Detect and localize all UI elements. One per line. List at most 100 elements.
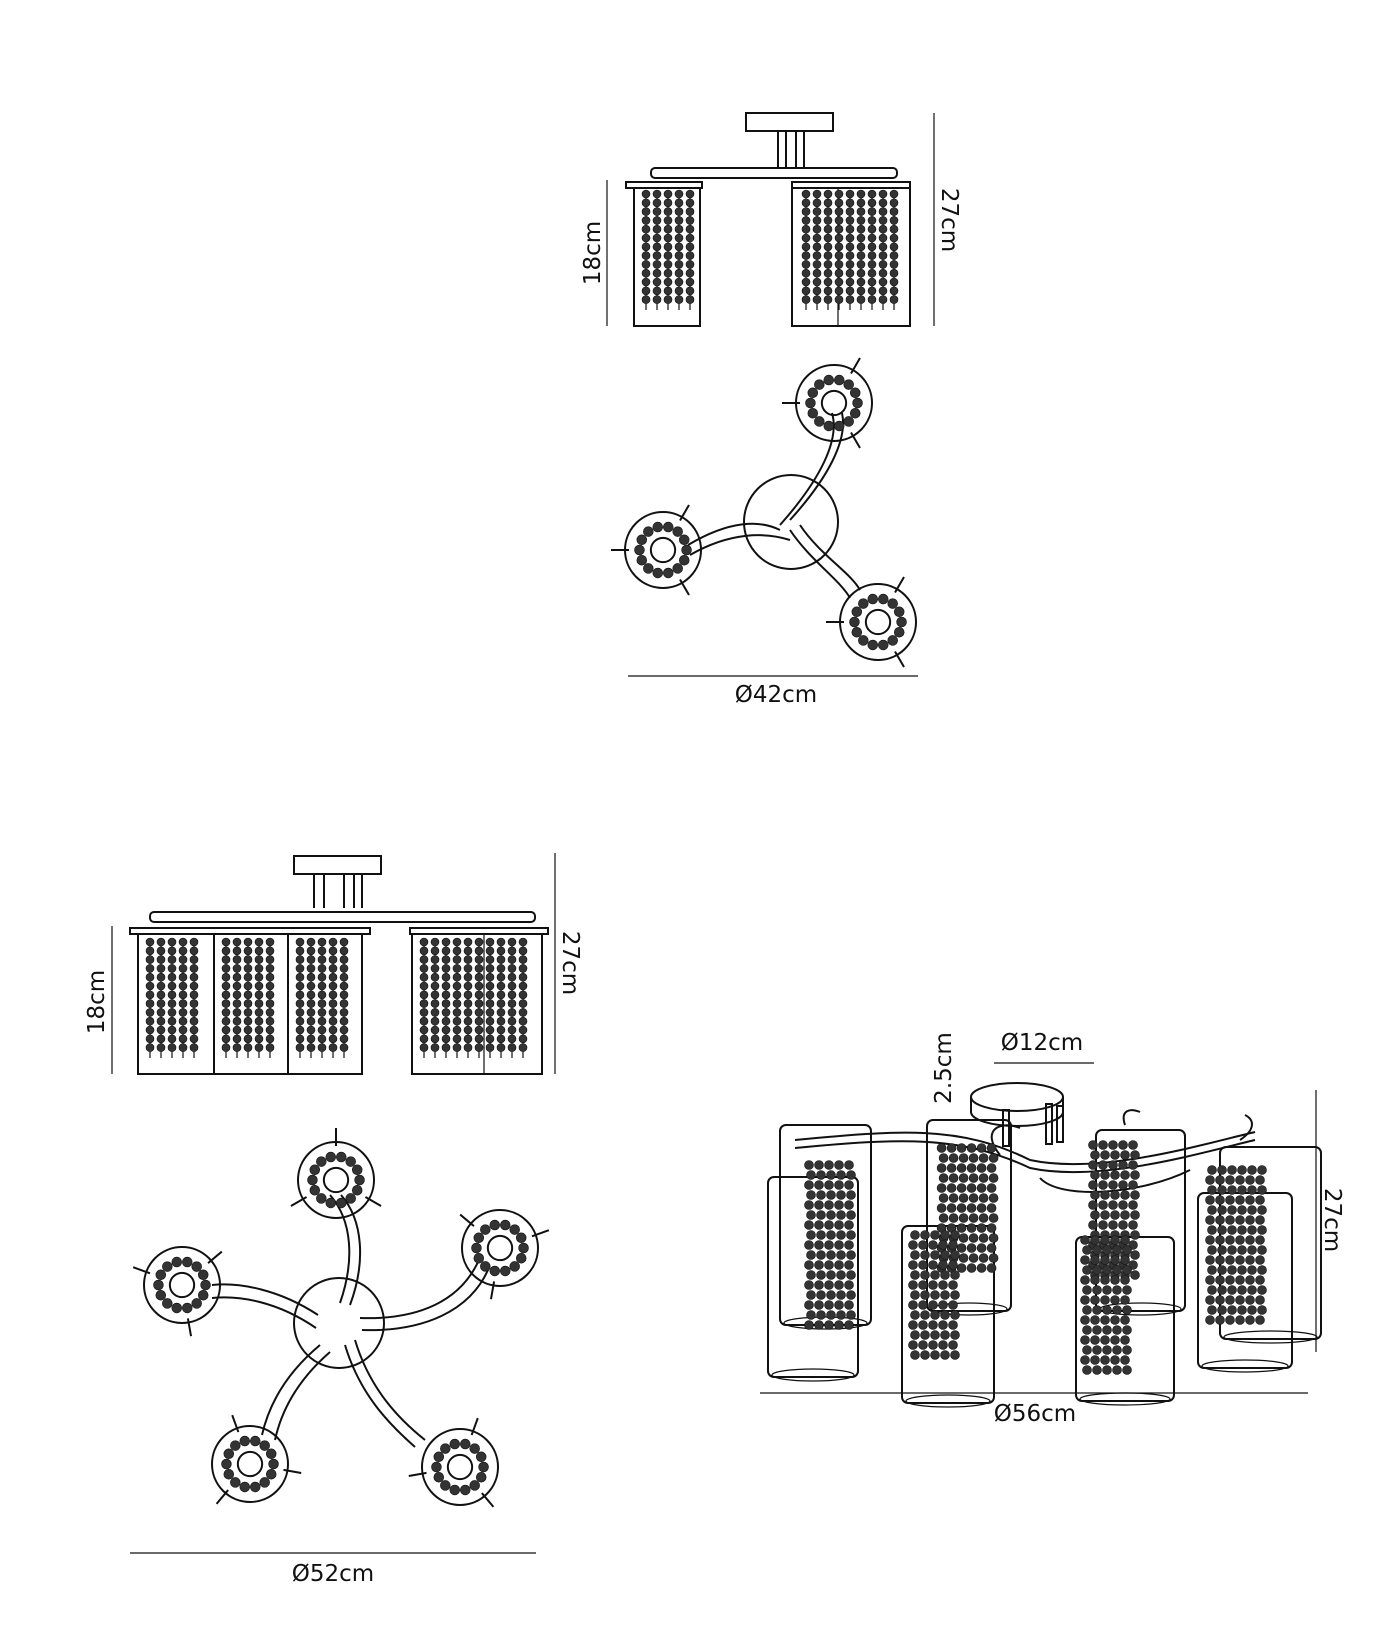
crystal-bead [652, 567, 663, 579]
crystal-bead [317, 1034, 327, 1044]
crystal-bead [1112, 1345, 1122, 1355]
crystal-bead [232, 1043, 242, 1052]
crystal-bead [878, 207, 888, 216]
crystal-bead [463, 964, 473, 973]
crystal-bead [804, 1240, 814, 1250]
crystal-bead [674, 224, 684, 234]
crystal-bead [823, 189, 833, 199]
shade-height-label: 18cm [84, 970, 110, 1034]
crystal-bead [1108, 1220, 1118, 1230]
crystal-bead [918, 1300, 928, 1310]
crystal-bead [1082, 1345, 1092, 1355]
crystal-bead [948, 1153, 959, 1163]
crystal-bead [507, 999, 517, 1008]
crystal-bead [306, 937, 316, 947]
crystal-bead [156, 990, 166, 1000]
shade-height-label: 18cm [580, 221, 606, 285]
crystal-bead [807, 387, 819, 399]
crystal-bead [663, 233, 673, 243]
crystal-bead [440, 1443, 451, 1454]
crystal-bead [928, 1340, 938, 1350]
crystal-bead [806, 1210, 816, 1220]
crystal-bead [910, 1270, 920, 1280]
crystal-bead [1217, 1265, 1227, 1275]
crystal-bead [265, 1043, 275, 1052]
crystal-bead [336, 1151, 347, 1163]
crystal-bead [515, 1232, 527, 1244]
crystal-bead [1082, 1325, 1092, 1335]
crystal-bead [507, 972, 517, 982]
crystal-bead [986, 1263, 997, 1273]
crystal-bead [1098, 1160, 1108, 1170]
crystal-bead [834, 1180, 844, 1190]
crystal-bead [867, 260, 877, 269]
crystal-bead [806, 1230, 816, 1240]
crystal-bead [845, 216, 855, 225]
crystal-bead [155, 1269, 167, 1281]
crystal-bead [232, 981, 242, 991]
crystal-bead [463, 1034, 473, 1044]
crystal-bead [1128, 1180, 1138, 1190]
eight-light-dimension-lines [760, 1062, 1317, 1394]
crystal-bead [946, 1163, 957, 1173]
crystal-bead [178, 1034, 188, 1044]
crystal-bead [1225, 1275, 1235, 1285]
crystal-bead [167, 937, 177, 947]
crystal-bead [856, 189, 866, 199]
crystal-bead [641, 295, 651, 304]
crystal-bead [433, 1471, 445, 1483]
crystal-bead [328, 1025, 338, 1035]
canopy [293, 855, 382, 875]
arm [354, 1339, 426, 1441]
crystal-bead [295, 955, 305, 964]
crystal-bead [1247, 1285, 1257, 1295]
crystal-bead [674, 216, 684, 225]
crystal-bead [856, 242, 866, 252]
crystal-bead [1205, 1195, 1215, 1205]
crystal-bead [441, 972, 451, 982]
crystal-bead [663, 277, 673, 287]
crystal-bead [930, 1270, 940, 1280]
crystal-bead [1122, 1345, 1132, 1355]
crystal-bead [867, 189, 877, 199]
crystal-bead [1217, 1165, 1227, 1175]
crystal-bead [845, 251, 855, 260]
crystal-bead [867, 286, 877, 296]
crystal-bead [489, 1219, 500, 1231]
crystal-bead [685, 251, 695, 260]
crystal-bead [968, 1233, 979, 1243]
crystal-bead [641, 233, 651, 243]
crystal-bead [419, 964, 429, 973]
crystal-bead [339, 972, 349, 982]
arm-bar [149, 911, 536, 923]
crystal-bead [950, 1350, 960, 1360]
crystal-bead [678, 534, 690, 546]
arm [779, 412, 835, 526]
canopy-plate [293, 1277, 385, 1369]
crystal-bead [1088, 1200, 1098, 1210]
crystal-bead [243, 946, 253, 956]
crystal-bead [336, 1197, 347, 1209]
crystal-bead [507, 981, 517, 991]
crystal-bead [910, 1330, 920, 1340]
crystal-bead [844, 1220, 854, 1230]
crystal-bead [507, 937, 517, 947]
crystal-bead [317, 1025, 327, 1035]
crystal-bead [1120, 1275, 1130, 1285]
crystal-bead [887, 635, 898, 646]
crystal-bead [685, 233, 695, 243]
crystal-bead [652, 260, 662, 269]
crystal-bead [663, 286, 673, 296]
crystal-bead [489, 1265, 500, 1277]
crystal-bead [826, 1170, 836, 1180]
crystal-bead [1110, 1335, 1120, 1345]
arm [211, 1296, 317, 1329]
crystal-bead [889, 295, 899, 304]
crystal-bead [856, 216, 866, 225]
crystal-bead [178, 955, 188, 964]
crystal-bead [156, 937, 166, 947]
crystal-bead [463, 999, 473, 1008]
crystal-bead [652, 207, 662, 216]
crystal-bead [496, 1034, 506, 1044]
crystal-bead [485, 981, 495, 991]
